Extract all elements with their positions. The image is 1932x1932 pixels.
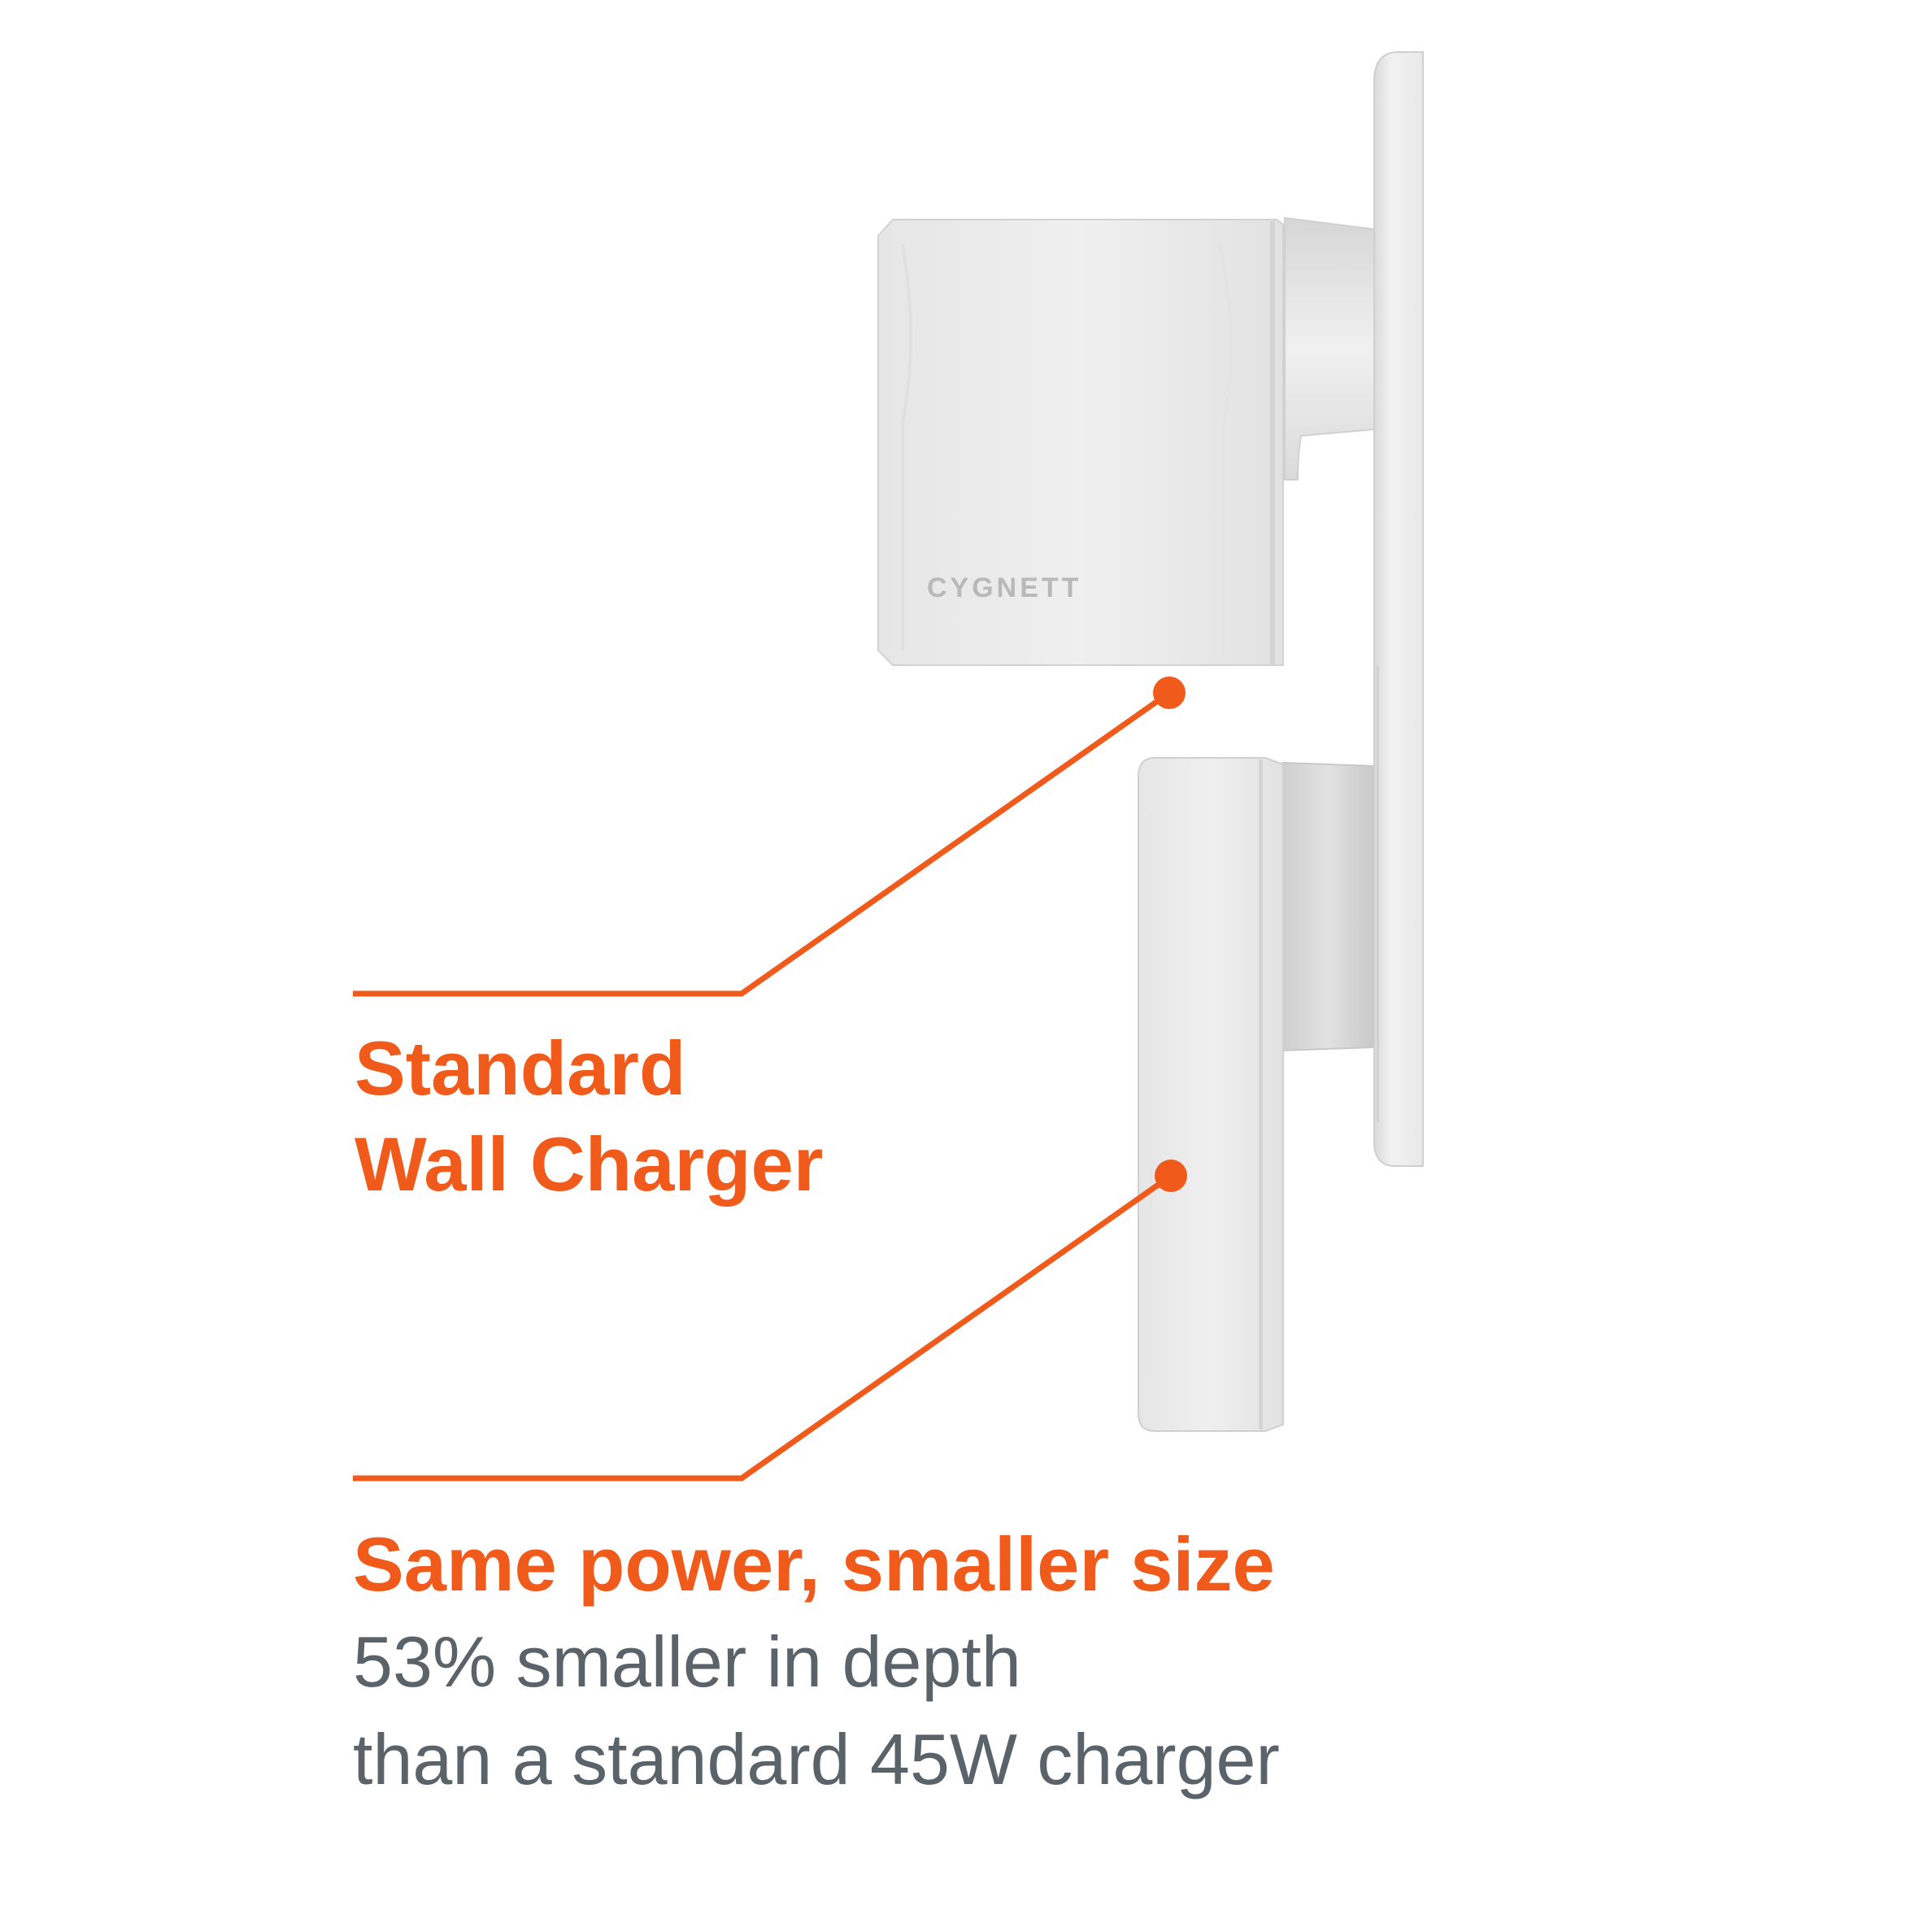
cygnett-callout-leader bbox=[353, 1160, 1187, 1482]
cygnett-compact-charger bbox=[1138, 757, 1373, 1432]
standard-charger-label-line2: Wall Charger bbox=[355, 1121, 824, 1207]
cygnett-headline: Same power, smaller size bbox=[353, 1521, 1275, 1607]
standard-callout-leader bbox=[353, 677, 1186, 997]
cygnett-subtext-line2: than a standard 45W charger bbox=[353, 1719, 1280, 1799]
cygnett-subtext-line1: 53% smaller in depth bbox=[353, 1621, 1021, 1702]
standard-wall-charger bbox=[877, 216, 1375, 666]
wall-outlet-plate bbox=[1373, 51, 1424, 1167]
cygnett-logo: CYGNETT bbox=[927, 572, 1081, 603]
standard-charger-label-line1: Standard bbox=[355, 1025, 686, 1111]
